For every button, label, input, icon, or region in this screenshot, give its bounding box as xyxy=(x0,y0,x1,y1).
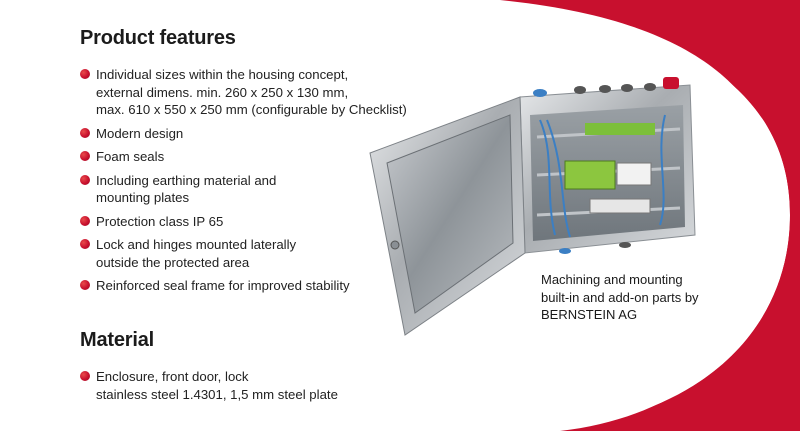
list-item: Enclosure, front door, lock stainless st… xyxy=(80,368,460,403)
list-item: Modern design xyxy=(80,125,460,143)
bullet-dot-icon xyxy=(80,69,90,79)
bullet-dot-icon xyxy=(80,215,90,226)
bullet-dot-icon xyxy=(80,280,90,290)
bullet-dot-icon xyxy=(80,151,90,161)
list-item: Including earthing material and mounting… xyxy=(80,172,460,207)
material-heading: Material xyxy=(80,329,154,351)
bullet-dot-icon xyxy=(80,174,90,185)
product-features-heading: Product features xyxy=(80,27,236,49)
bullet-dot-icon xyxy=(80,127,90,138)
list-item: Reinforced seal frame for improved stabi… xyxy=(80,277,460,295)
enclosure-product-image xyxy=(369,77,696,336)
bullet-dot-icon xyxy=(80,371,90,381)
list-item: Lock and hinges mounted laterally outsid… xyxy=(80,236,460,271)
material-list: Enclosure, front door, lock stainless st… xyxy=(80,368,460,409)
list-item: Foam seals xyxy=(80,148,460,166)
list-item: Protection class IP 65 xyxy=(80,213,460,231)
product-features-list: Individual sizes within the housing conc… xyxy=(80,66,460,301)
image-caption: Machining and mounting built-in and add-… xyxy=(541,272,699,322)
bullet-dot-icon xyxy=(80,239,90,249)
list-item: Individual sizes within the housing conc… xyxy=(80,66,460,119)
